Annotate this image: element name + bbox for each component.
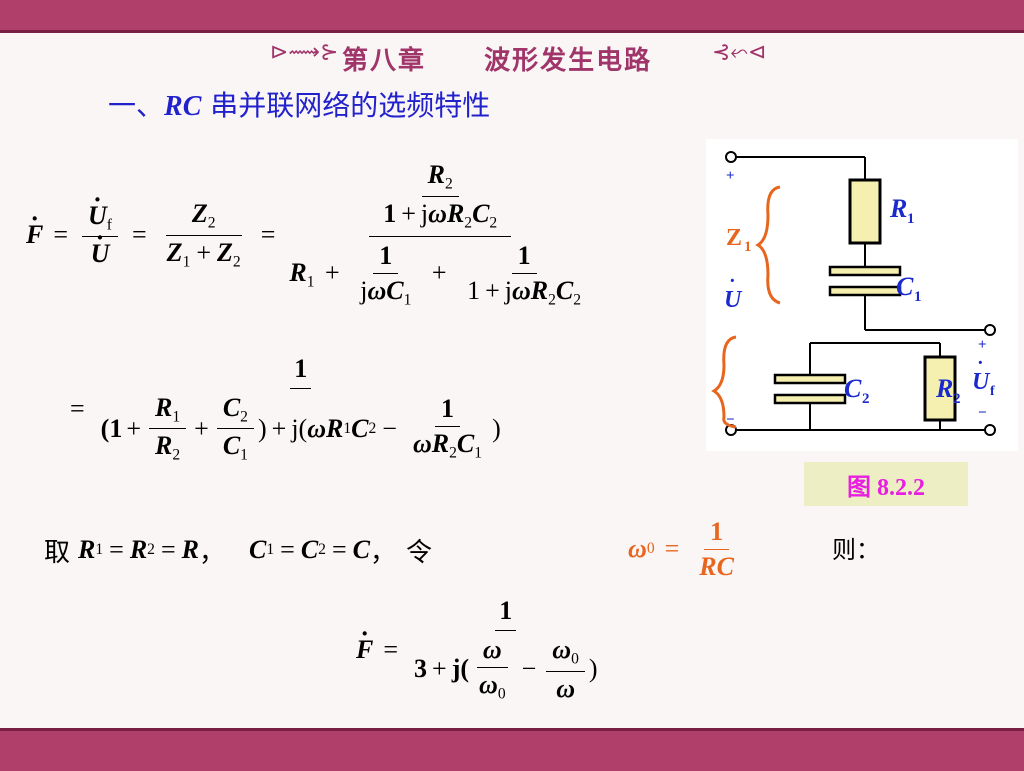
eq1-Z2: Z (191, 199, 208, 229)
eq2-omega-frac: 1 ωR2C1 (412, 394, 483, 462)
eq1-inner-num: R2 1+jωR2C2 (383, 160, 498, 232)
circuit-wires (736, 156, 985, 431)
plus-right-label: + (978, 337, 987, 353)
z2-brace-icon (711, 335, 737, 429)
section-heading: 一、RC 串并联网络的选频特性 (108, 84, 490, 124)
equation-1: F = Uf U = Z2 Z1+Z2 = R2 1+jωR2C2 R1 + 1… (26, 140, 595, 330)
eq3-frac: 1 3 + j( ω ω0 − ω0 ω ) (414, 596, 598, 703)
z1-sub-label: 1 (744, 239, 752, 255)
bottom-bar (0, 728, 1024, 771)
r1-sub-label: 1 (907, 211, 915, 227)
heading-text: 串并联网络的选频特性 (210, 89, 491, 122)
eq1-F: F (26, 204, 44, 250)
eq1-equals-3: = (260, 220, 276, 249)
u-label: U (724, 287, 743, 313)
right-ornament-icon: ⊰⬿⊲ (712, 40, 767, 65)
r2-sub-label: 2 (953, 391, 961, 407)
z1-brace-icon (755, 185, 781, 305)
eq1-equals-1: = (53, 220, 69, 249)
top-bar (0, 0, 1024, 33)
chapter-subject: 波形发生电路 (484, 46, 653, 76)
eq1-den-frac-2: 1 1+jωR2C2 (467, 241, 582, 309)
eq2-equals: = (70, 394, 85, 423)
terminal-top-right (984, 324, 996, 336)
terminal-bottom-right (984, 424, 996, 436)
c1-label: C (896, 272, 914, 301)
r1-label: R (889, 194, 907, 223)
eq1-Z1: Z (166, 237, 183, 267)
eq3-ratio-1: ω ω0 (473, 635, 512, 703)
c2-label: C (844, 374, 862, 403)
uf-sub-label: f (990, 384, 995, 399)
condition-let: 令 (405, 537, 432, 568)
u-dot-icon: · (729, 270, 736, 292)
eq1-frac-big: R2 1+jωR2C2 R1 + 1 jωC1 + 1 1+jωR2C2 (289, 160, 591, 309)
omega0-frac: 1 RC (699, 516, 734, 581)
condition-take: 取 (44, 537, 71, 568)
eq1-U: U (91, 223, 110, 269)
eq3-ratio-2: ω0 ω (546, 635, 585, 703)
heading-prefix: 一、 (108, 89, 165, 122)
rc-network-diagram: + − + − Z 1 Z 2 R 1 C 1 C 2 R 2 U · U · … (706, 139, 1018, 451)
c2-sub-label: 2 (862, 391, 870, 407)
chapter-title: 第八章 波形发生电路 (342, 40, 652, 77)
eq2-c-ratio: C2 C1 (216, 393, 254, 465)
eq1-equals-2: = (132, 220, 147, 249)
c1-sub-label: 1 (914, 289, 922, 305)
eq3-F: F (356, 619, 374, 665)
chapter-label: 第八章 (342, 46, 427, 76)
eq2-r-ratio: R1 R2 (149, 393, 187, 465)
eq1-frac-z: Z2 Z1+Z2 (165, 199, 242, 270)
z1-label: Z (726, 225, 742, 251)
minus-right-label: − (978, 405, 987, 421)
eq1-den-frac-1: 1 jωC1 (360, 241, 412, 309)
resistor-r2 (923, 355, 957, 422)
figure-caption: 图 8.2.2 (804, 462, 968, 506)
plus-top-label: + (726, 168, 735, 184)
uf-label: U (972, 369, 991, 395)
left-ornament-icon: ⊳⟿⊱ (270, 40, 339, 65)
resistor-r1 (848, 178, 882, 245)
capacitor-c1-plate-bottom (828, 285, 902, 297)
capacitor-c2-plate-top (773, 373, 847, 385)
capacitor-c2-plate-bottom (773, 393, 847, 405)
condition-then: 则： (832, 536, 880, 564)
minus-bottom-label: − (726, 412, 735, 428)
equation-3: F = 1 3 + j( ω ω0 − ω0 ω ) (356, 580, 604, 720)
eq1-frac-u: Uf U (82, 185, 118, 269)
capacitor-c1-plate-top (828, 265, 902, 277)
terminal-top-left (725, 151, 737, 163)
uf-dot-icon: · (977, 352, 984, 374)
eq1-f-sub: f (106, 216, 112, 234)
heading-rc: RC (164, 91, 202, 122)
r2-label: R (935, 374, 953, 403)
